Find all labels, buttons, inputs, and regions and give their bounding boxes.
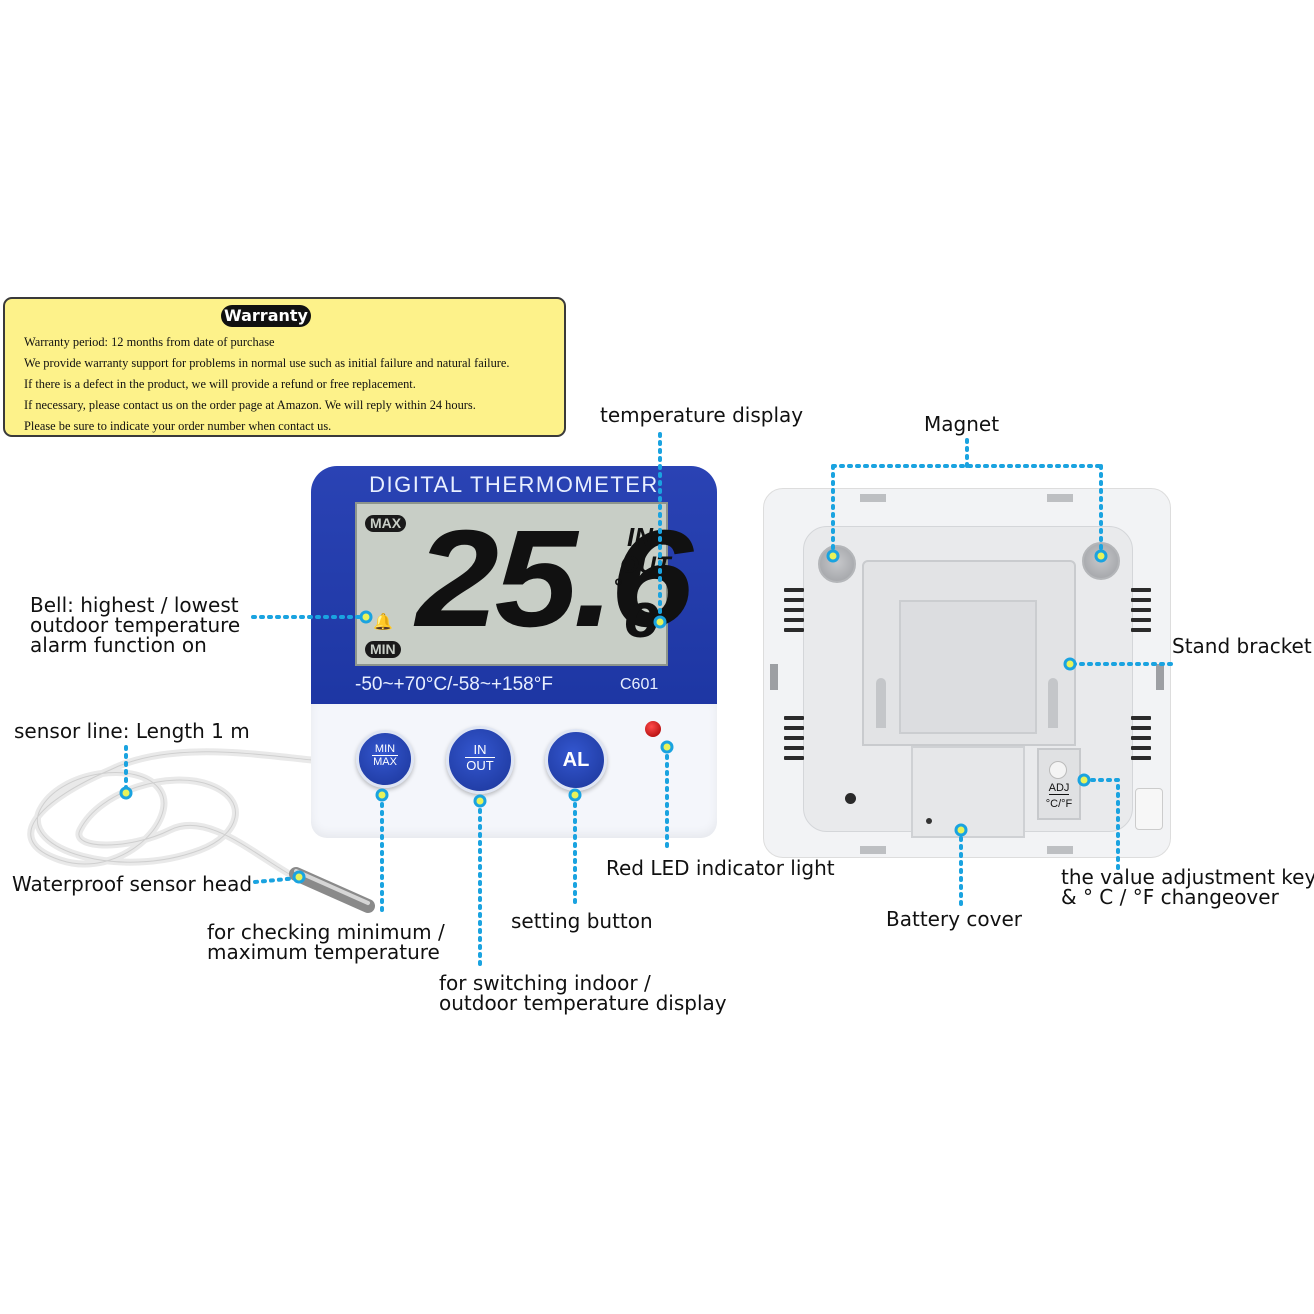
label-battery-cover: Battery cover <box>886 907 1022 931</box>
label-waterproof-sensor: Waterproof sensor head <box>12 872 253 896</box>
label-adj-line-1: the value adjustment key <box>1061 865 1314 889</box>
label-temperature-display: temperature display <box>600 403 804 427</box>
marker-min-max <box>375 788 389 802</box>
warranty-line-2: We provide warranty support for problems… <box>24 356 510 370</box>
label-inout-line-1: for switching indoor / <box>439 971 651 995</box>
min-max-button[interactable]: MIN MAX <box>356 730 414 788</box>
min-max-button-bottom: MAX <box>373 756 397 768</box>
label-magnet: Magnet <box>924 412 1000 436</box>
top-clip-left <box>860 494 886 502</box>
warranty-line-4: If necessary, please contact us on the o… <box>24 398 476 412</box>
min-max-button-top: MIN <box>372 743 398 756</box>
device-title: DIGITAL THERMOMETER <box>369 472 659 497</box>
warranty-line-1: Warranty period: 12 months from date of … <box>24 335 275 349</box>
label-bell-line-2: outdoor temperature <box>30 613 241 637</box>
red-led <box>645 721 661 737</box>
lcd-max-tag: MAX <box>365 515 407 532</box>
marker-stand-bracket <box>1063 657 1077 671</box>
lcd-out-label: OUT <box>620 552 671 579</box>
sensor-probe <box>289 867 375 913</box>
lcd-screen: MAX MIN 🔔 <box>355 502 668 666</box>
warranty-line-5: Please be sure to indicate your order nu… <box>24 419 332 433</box>
adj-key[interactable] <box>1049 761 1067 779</box>
reset-hole <box>845 793 856 804</box>
label-bell-line-1: Bell: highest / lowest <box>30 593 239 617</box>
side-clip-left <box>770 664 778 690</box>
adj-key-text: ADJ °C/°F <box>1039 782 1079 810</box>
label-bell-line-3: alarm function on <box>30 633 207 657</box>
lcd-in-label: IN <box>627 522 653 552</box>
warranty-title: Warranty <box>221 305 311 327</box>
battery-cover-dot <box>926 818 932 824</box>
top-clip-right <box>1047 494 1073 502</box>
in-out-button[interactable]: IN OUT <box>446 726 514 794</box>
marker-sensor-line <box>119 786 133 800</box>
lcd-degree-mark: ° <box>613 574 622 599</box>
label-setting-button: setting button <box>511 909 653 933</box>
marker-bell <box>359 610 373 624</box>
label-red-led: Red LED indicator light <box>606 856 835 880</box>
warranty-box: Warranty Warranty period: 12 months from… <box>3 297 566 437</box>
label-minmax-line-2: maximum temperature <box>207 940 440 964</box>
marker-magnet-right <box>1094 549 1108 563</box>
label-sensor-line: sensor line: Length 1 m <box>14 719 250 743</box>
bottom-clip-right <box>1047 846 1073 854</box>
in-out-button-top: IN <box>465 742 495 758</box>
model-number: C601 <box>620 676 659 693</box>
bell-icon: 🔔 <box>373 612 393 631</box>
label-inout-line-2: outdoor temperature display <box>439 991 727 1015</box>
label-minmax-line-1: for checking minimum / <box>207 920 445 944</box>
label-stand-bracket: Stand bracket <box>1172 634 1312 658</box>
marker-magnet-left <box>826 549 840 563</box>
lcd-min-tag: MIN <box>365 641 401 658</box>
marker-led <box>660 740 674 754</box>
stand-hinge-left <box>876 678 886 728</box>
warranty-line-3: If there is a defect in the product, we … <box>24 377 416 391</box>
marker-adj <box>1077 773 1091 787</box>
marker-in-out <box>473 794 487 808</box>
label-adj-line-2: & ° C / °F changeover <box>1061 885 1279 909</box>
unit-switch-label: °C/°F <box>1045 798 1073 810</box>
side-clip-right <box>1156 664 1164 690</box>
marker-temperature-display <box>653 615 667 629</box>
in-out-button-bottom: OUT <box>466 758 494 773</box>
lcd-temperature: 25.6 <box>416 502 693 656</box>
stand-bracket-inner <box>899 600 1037 734</box>
stand-hinge-right <box>1048 678 1058 728</box>
bottom-clip-left <box>860 846 886 854</box>
lcd-unit: c <box>624 579 660 651</box>
adj-label: ADJ <box>1048 782 1070 795</box>
marker-setting <box>568 788 582 802</box>
sensor-jack <box>1135 788 1163 830</box>
temperature-range: -50~+70°C/-58~+158°F <box>355 674 553 695</box>
marker-sensor-head <box>292 870 306 884</box>
marker-battery <box>954 823 968 837</box>
